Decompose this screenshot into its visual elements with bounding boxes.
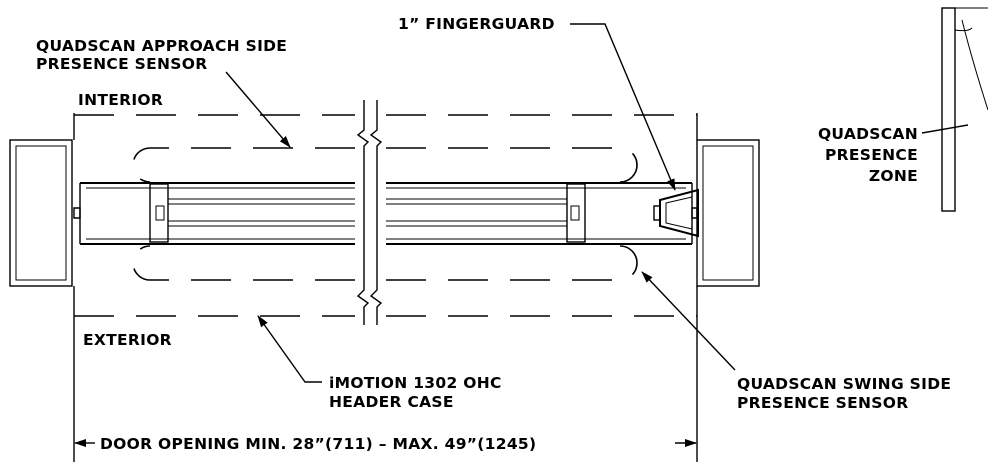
left-jamb <box>9 139 73 287</box>
presence-zone-label-2: PRESENCE <box>825 146 918 164</box>
presence-zone-label-3: ZONE <box>869 167 918 185</box>
door-opening-label: DOOR OPENING MIN. 28”(711) – MAX. 49”(12… <box>100 435 536 453</box>
presence-zone-label-1: QUADSCAN <box>818 125 918 143</box>
swing-sensor-pattern <box>132 245 638 281</box>
header-case-leader <box>257 315 322 383</box>
presence-zone-leader <box>921 124 969 134</box>
right-jamb <box>696 139 760 287</box>
header-case-label-1: iMOTION 1302 OHC <box>329 374 502 392</box>
approach-sensor-leader <box>225 71 291 148</box>
approach-sensor-label-1: QUADSCAN APPROACH SIDE <box>36 37 287 55</box>
fingerguard-label: 1” FINGERGUARD <box>398 15 555 33</box>
approach-sensor-pattern <box>132 147 638 183</box>
interior-label: INTERIOR <box>78 91 163 109</box>
side-detail <box>941 7 988 212</box>
swing-sensor-label-2: PRESENCE SENSOR <box>737 394 908 412</box>
fingerguard-leader <box>570 23 676 191</box>
fingerguard <box>653 188 699 238</box>
swing-sensor-label-1: QUADSCAN SWING SIDE <box>737 375 951 393</box>
approach-sensor-label-2: PRESENCE SENSOR <box>36 55 207 73</box>
header-case <box>73 182 698 245</box>
swing-sensor-leader <box>641 271 736 371</box>
exterior-label: EXTERIOR <box>83 331 172 349</box>
header-case-label-2: HEADER CASE <box>329 393 454 411</box>
break-lines <box>356 100 383 325</box>
